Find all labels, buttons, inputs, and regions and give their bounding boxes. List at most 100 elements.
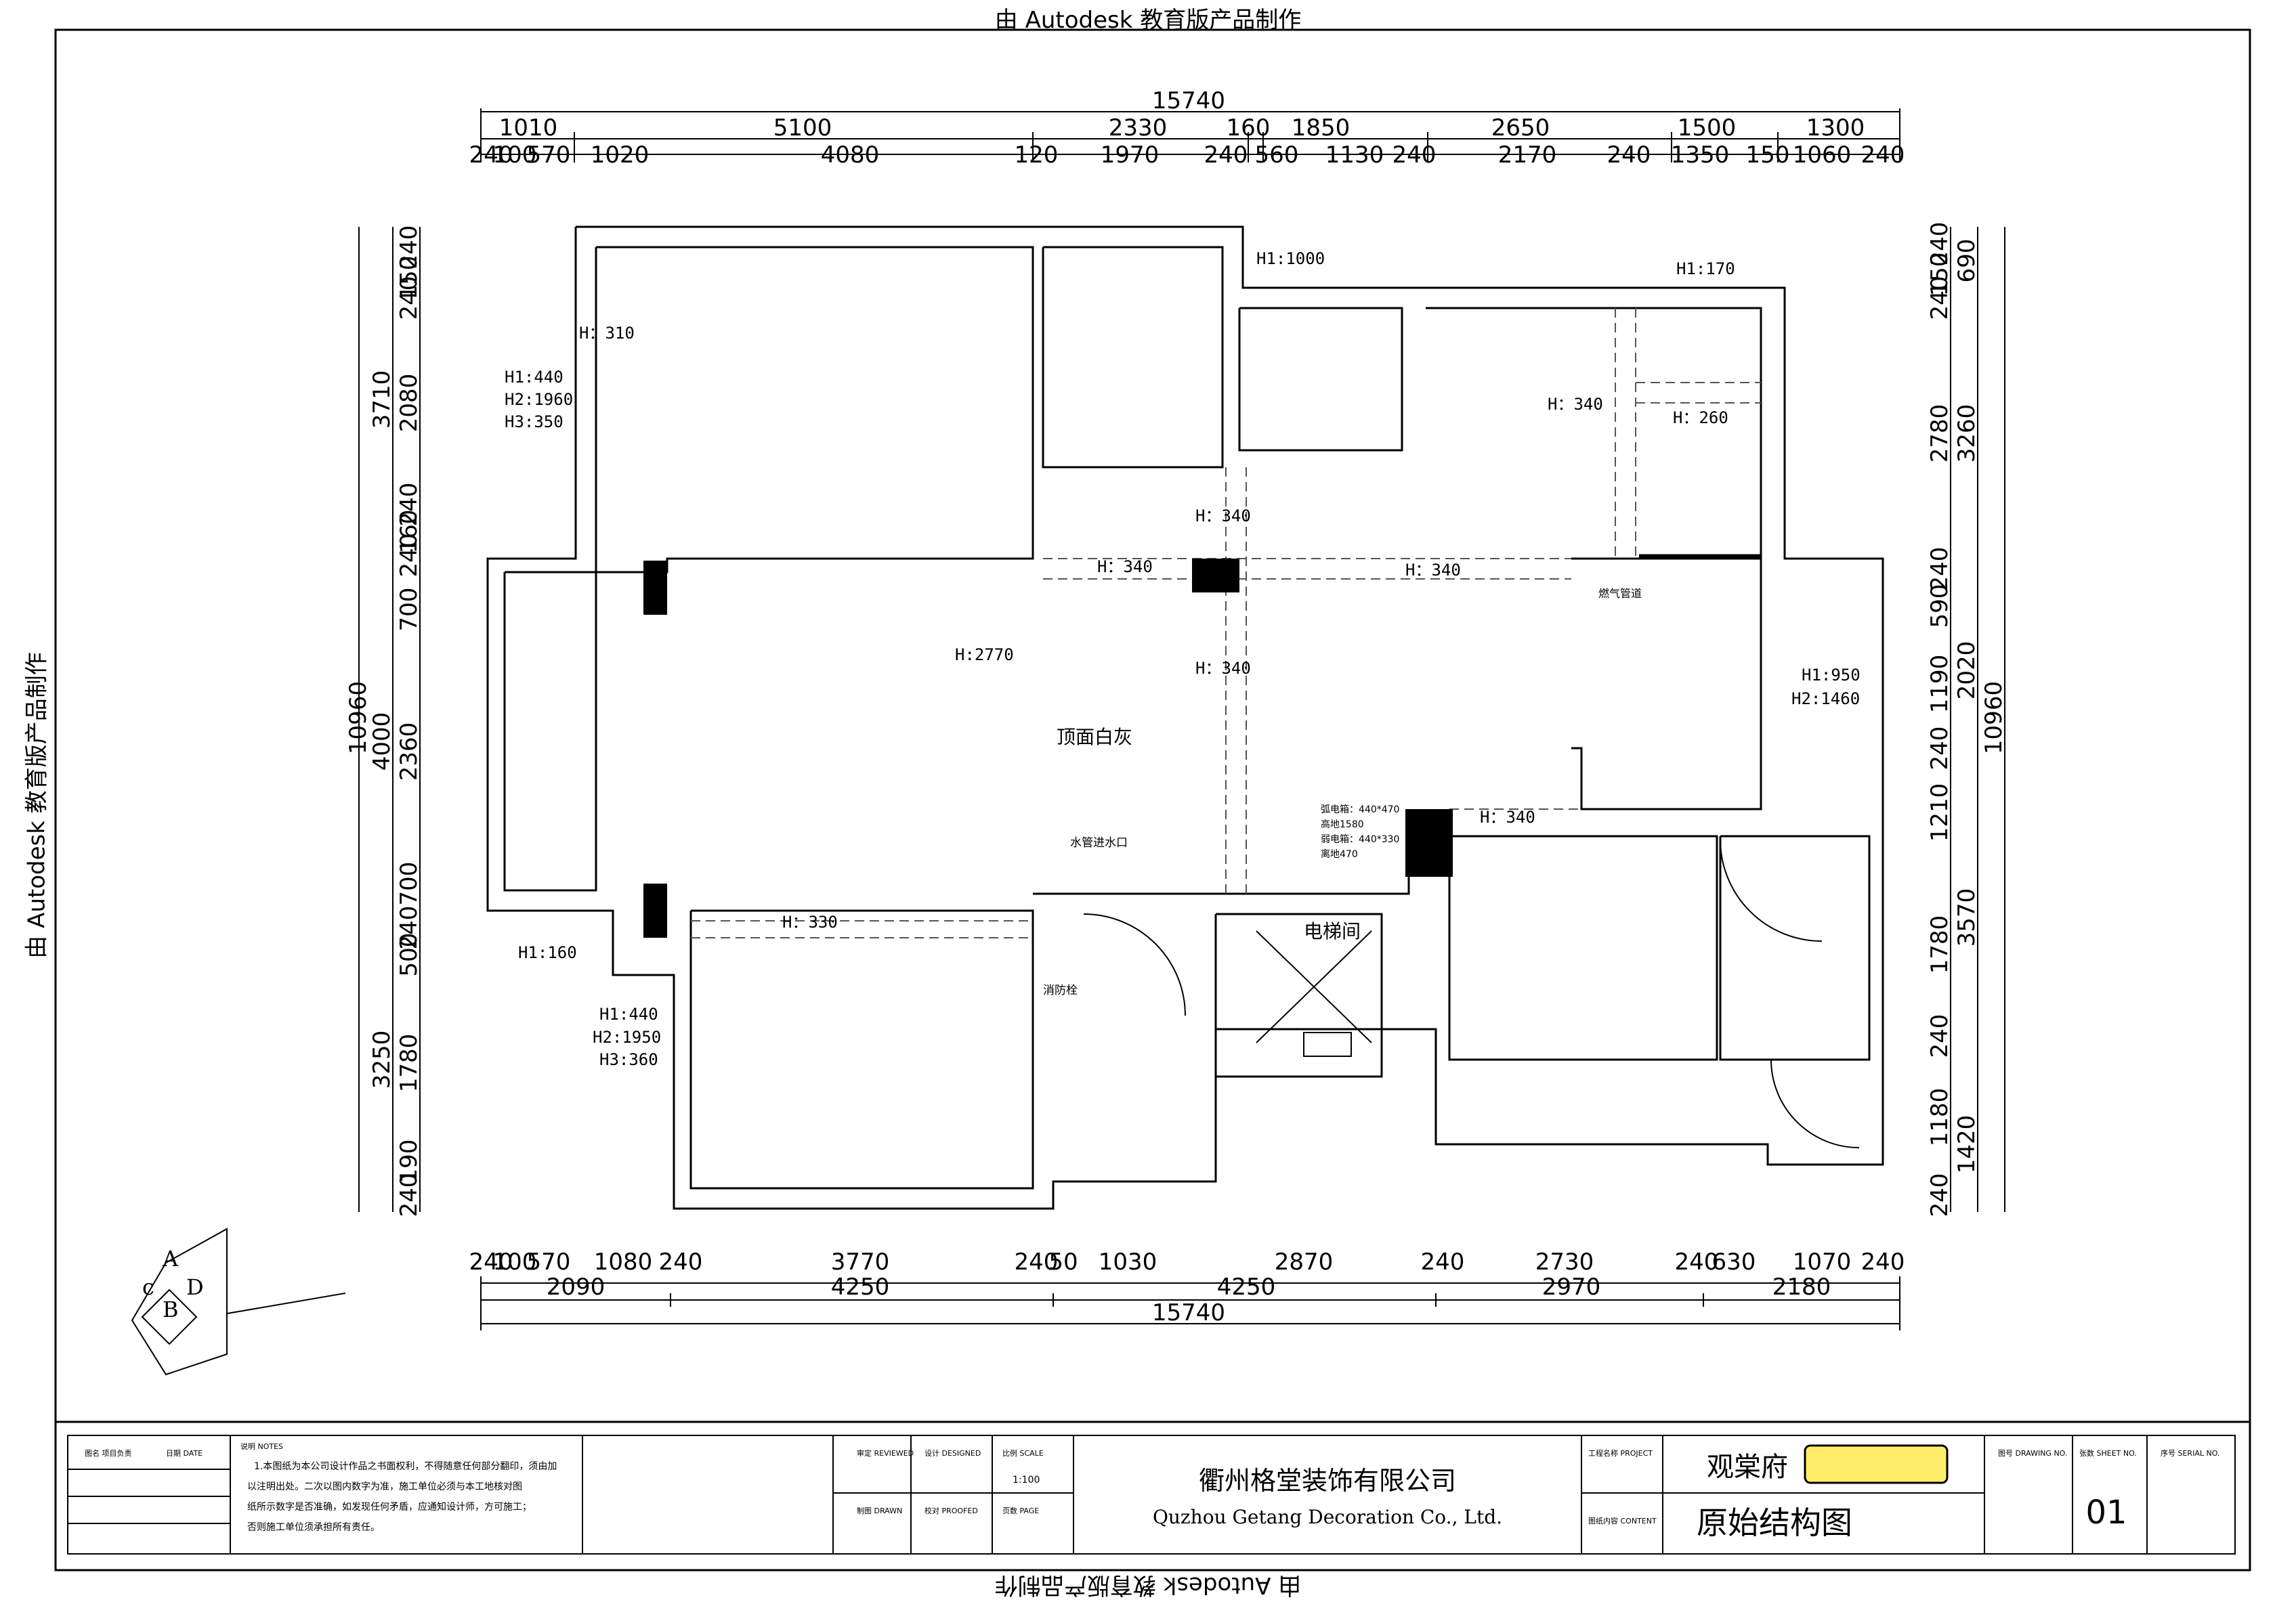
dim-top-r2-4: 4080 — [821, 142, 880, 169]
ceiling-note: 顶面白灰 — [1057, 726, 1132, 748]
note-h340-f: H：340 — [1480, 808, 1535, 827]
title-design: 设计 DESIGNED — [924, 1449, 981, 1458]
dim-top-r1-5: 2650 — [1491, 114, 1550, 142]
dim-top-r2-1: 100 — [493, 142, 537, 169]
weak-box-note-4: 离地470 — [1321, 848, 1358, 860]
dim-top-r1-6: 1500 — [1678, 114, 1737, 142]
weak-box-note-3: 弱电箱：440*330 — [1321, 834, 1399, 845]
note-h1000: H1:1000 — [1256, 249, 1325, 268]
dim-bot-r1-5: 3770 — [831, 1249, 890, 1276]
dim-right-r2-7: 240 — [1926, 727, 1953, 771]
dim-right-r2-6: 1190 — [1926, 655, 1953, 714]
title-content-label: 图纸内容 CONTENT — [1588, 1516, 1657, 1525]
dim-left-r2-11: 500 — [396, 933, 423, 977]
title-drawing-no-label: 图号 DRAWING NO. — [1998, 1449, 2067, 1458]
dim-left-r2-6: 240 — [396, 534, 423, 578]
note-h170: H1:170 — [1676, 259, 1735, 278]
note-h160: H1:160 — [518, 943, 577, 962]
dim-right-r2-9: 1780 — [1926, 915, 1953, 974]
dim-bot-r1-7: 50 — [1048, 1249, 1078, 1276]
compass-b: B — [163, 1297, 179, 1322]
dim-top-r1-1: 5100 — [773, 114, 832, 142]
dim-top-r2-12: 240 — [1607, 142, 1651, 169]
dim-left-r2-13: 190 — [396, 1140, 423, 1184]
dim-left-r2-5: 160 — [396, 510, 423, 554]
dim-bot-r2-3: 2970 — [1542, 1274, 1601, 1301]
dim-top-r2-10: 240 — [1393, 142, 1437, 169]
dim-left-r2-9: 700 — [396, 862, 423, 906]
dimension-ticks — [480, 108, 1900, 1330]
walls — [486, 225, 1884, 1210]
dim-bot-r1-0: 240 — [469, 1249, 513, 1276]
dim-bot-r1-12: 240 — [1675, 1249, 1719, 1276]
dim-bot-r2-2: 4250 — [1217, 1274, 1276, 1301]
elevator-label: 电梯间 — [1304, 920, 1361, 942]
title-col1-a: 图名 项目负责 — [85, 1448, 132, 1458]
note-h360: H3:360 — [599, 1050, 658, 1069]
title-serial-label: 序号 SERIAL NO. — [2161, 1448, 2219, 1458]
dim-top-r1-0: 1010 — [499, 114, 558, 142]
dim-left-r2-14: 240 — [396, 1173, 423, 1217]
note-h330: H：330 — [782, 913, 838, 932]
notes-line-3: 纸所示数字是否准确，如发现任何矛盾，应通知设计师，方可施工； — [247, 1501, 532, 1513]
dim-left-r2-2: 240 — [396, 276, 423, 320]
dim-left-r1-1: 4000 — [368, 712, 396, 771]
dim-right-r1-4: 1420 — [1953, 1115, 1980, 1174]
note-h350: H3:350 — [505, 412, 564, 431]
dim-top-r2-2: 570 — [527, 142, 571, 169]
company-name-cn: 衢州格堂装饰有限公司 — [1199, 1466, 1456, 1496]
dim-top-r1-4: 1850 — [1292, 114, 1351, 142]
dim-right-r2-2: 240 — [1926, 276, 1953, 320]
dim-left-r1-2: 3250 — [368, 1031, 396, 1089]
dim-top-r2-7: 240 — [1204, 142, 1248, 169]
compass-a: A — [162, 1246, 179, 1272]
dim-bot-r1-14: 1070 — [1793, 1249, 1852, 1276]
title-scale-label: 比例 SCALE — [1002, 1448, 1044, 1458]
dim-left-total: 10960 — [345, 681, 372, 754]
project-name: 观棠府 — [1707, 1452, 1788, 1483]
dim-right-r2-5: 590 — [1926, 584, 1953, 628]
dim-bot-r2-1: 4250 — [831, 1274, 890, 1301]
dim-left-r2-4: 240 — [396, 483, 423, 527]
beam-lines — [691, 308, 1761, 938]
dim-top-r2-15: 1060 — [1793, 142, 1852, 169]
title-scale: 1:100 — [1013, 1475, 1040, 1486]
title-proof: 校对 PROOFED — [924, 1506, 978, 1515]
note-h440-a: H1:440 — [505, 368, 564, 387]
dim-top-r1-7: 1300 — [1806, 114, 1865, 142]
dim-left-r2-7: 700 — [396, 588, 423, 632]
dim-right-r1-1: 3260 — [1953, 404, 1980, 463]
notes-line-1: 1.本图纸为本公司设计作品之书面权利，不得随意任何部分翻印，须由加 — [254, 1460, 557, 1472]
dim-top-r2-6: 1970 — [1101, 142, 1160, 169]
dim-top-r2-13: 1350 — [1671, 142, 1730, 169]
weak-box-note-2: 高地1580 — [1321, 819, 1364, 830]
title-sheet-label: 张数 SHEET NO. — [2079, 1449, 2137, 1458]
dim-left-r2-10: 240 — [396, 906, 423, 950]
note-h340-a: H：340 — [1548, 395, 1603, 414]
elevator-shaft — [1256, 930, 1372, 1057]
dim-right-r2-12: 240 — [1926, 1173, 1953, 1217]
dim-bot-r1-3: 1080 — [594, 1249, 653, 1276]
sheet-number: 01 — [2085, 1494, 2127, 1532]
dim-top-r2-9: 1130 — [1325, 142, 1384, 169]
note-h260: H：260 — [1673, 408, 1728, 427]
dim-bot-r1-11: 2730 — [1535, 1249, 1594, 1276]
dim-top-r2-0: 240 — [469, 142, 513, 169]
dim-left-r2-3: 2080 — [396, 374, 423, 433]
note-h2770: H:2770 — [955, 645, 1014, 664]
dim-bot-r1-10: 240 — [1421, 1249, 1465, 1276]
dim-left-r2-0: 240 — [396, 225, 423, 269]
dim-top-r2-3: 1020 — [591, 142, 650, 169]
dim-right-r2-10: 240 — [1926, 1014, 1953, 1058]
dim-bot-r2-0: 2090 — [547, 1274, 605, 1301]
dim-bot-r1-9: 2870 — [1275, 1249, 1334, 1276]
fire-pipe-note: 消防栓 — [1043, 984, 1078, 997]
note-h1460: H2:1460 — [1791, 689, 1860, 708]
dim-bot-r1-4: 240 — [659, 1249, 703, 1276]
door-swings — [1083, 839, 1860, 1148]
note-h340-d: H：340 — [1405, 561, 1461, 580]
note-h1960: H2:1960 — [505, 390, 573, 409]
title-page-label: 页数 PAGE — [1002, 1507, 1039, 1515]
dim-left-r2-12: 1780 — [396, 1034, 423, 1093]
dim-left-r2-8: 2360 — [396, 722, 423, 781]
